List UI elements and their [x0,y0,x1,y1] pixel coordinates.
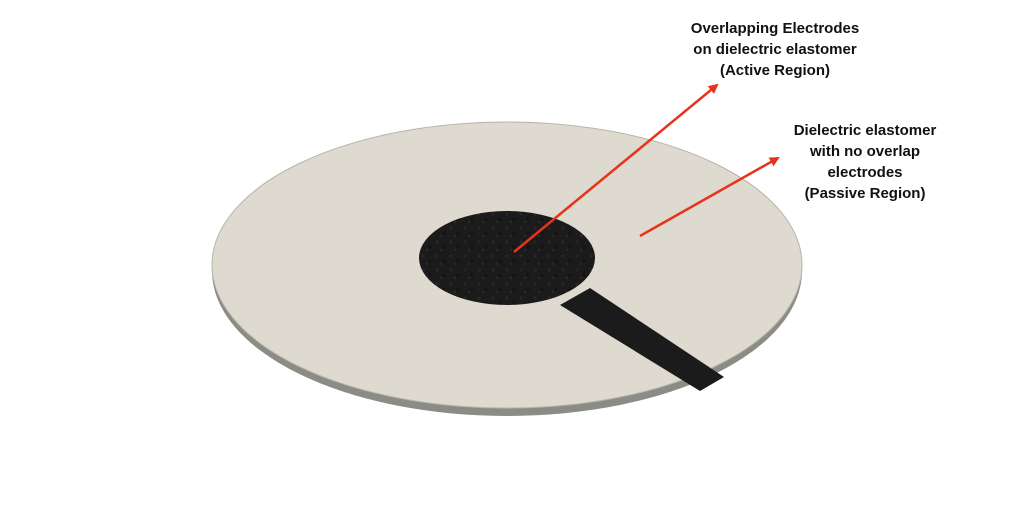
active-label-line-2: on dielectric elastomer [693,41,857,58]
electrode-lead [560,288,724,391]
passive-region-label: Dielectric elastomer with no overlap ele… [705,120,1014,204]
passive-label-line-2: with no overlap [809,143,920,160]
passive-label-line-4: (Passive Region) [804,185,926,202]
passive-label-line-3: electrodes [827,164,903,181]
active-region-label: Overlapping Electrodes on dielectric ela… [610,18,940,81]
central-electrode [419,211,595,305]
arrow-passive-region [639,156,780,238]
active-label-line-3: (Active Region) [719,62,830,79]
arrow-active-region [513,83,719,253]
passive-label-line-1: Dielectric elastomer [793,122,937,139]
active-label-line-1: Overlapping Electrodes [690,20,860,37]
